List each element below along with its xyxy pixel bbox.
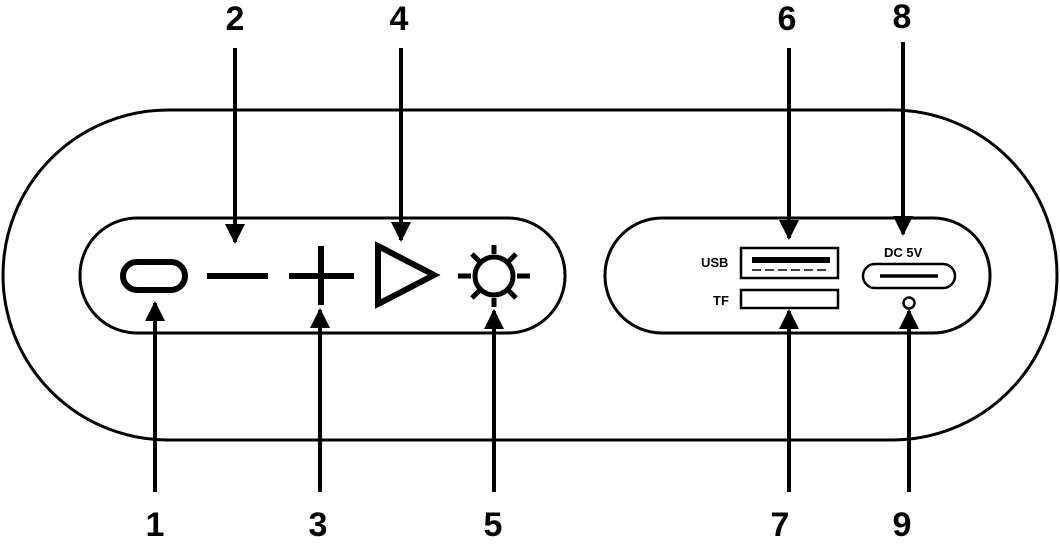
- callout-4: 4: [390, 0, 409, 38]
- tf-card-slot-icon[interactable]: [739, 288, 840, 310]
- port-panel: [603, 216, 992, 335]
- usb-port-icon[interactable]: [739, 246, 840, 280]
- callout-8: 8: [893, 0, 912, 36]
- sun-icon[interactable]: [458, 245, 530, 307]
- indicator-light-icon: [902, 296, 916, 310]
- tf-label: TF: [713, 293, 729, 308]
- callout-5: 5: [484, 506, 503, 544]
- usb-label: USB: [701, 255, 728, 270]
- callout-7: 7: [771, 506, 790, 544]
- speaker-body: [1, 108, 1059, 442]
- dc-label: DC 5V: [884, 245, 923, 260]
- callout-9: 9: [893, 506, 912, 544]
- play-icon[interactable]: [375, 241, 441, 309]
- power-button-icon[interactable]: [120, 259, 188, 293]
- callout-6: 6: [778, 0, 797, 38]
- callout-1: 1: [146, 506, 165, 544]
- plus-icon[interactable]: [289, 246, 354, 305]
- callout-2: 2: [226, 0, 245, 38]
- usb-c-port-icon[interactable]: [861, 262, 957, 290]
- control-panel: [78, 216, 567, 335]
- callout-3: 3: [309, 506, 328, 544]
